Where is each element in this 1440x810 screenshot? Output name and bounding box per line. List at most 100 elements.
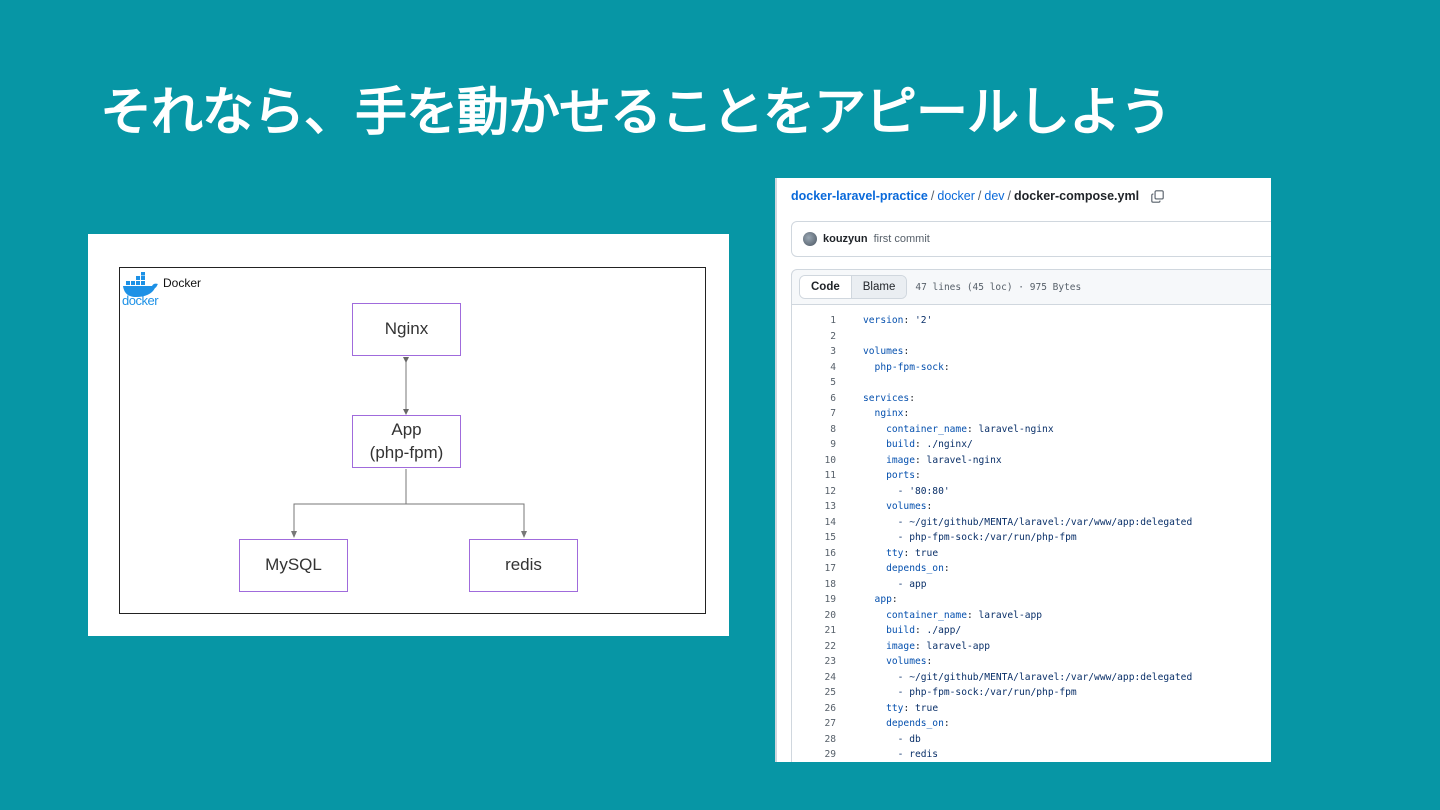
line-content: depends_on: xyxy=(863,718,950,730)
line-number[interactable]: 2 xyxy=(830,330,836,342)
yaml-value: - app xyxy=(863,578,927,590)
blame-tab-button[interactable]: Blame xyxy=(851,276,907,298)
commit-message-link[interactable]: first commit xyxy=(873,233,930,245)
code-line: 23 volumes: xyxy=(792,654,932,670)
line-number[interactable]: 22 xyxy=(824,640,836,652)
yaml-key: tty xyxy=(863,702,904,714)
line-number[interactable]: 1 xyxy=(830,315,836,327)
line-number[interactable]: 3 xyxy=(830,346,836,358)
code-line: 25 - php-fpm-sock:/var/run/php-fpm xyxy=(792,685,1076,701)
app-node-label: App xyxy=(391,420,422,440)
line-number[interactable]: 5 xyxy=(830,377,836,389)
yaml-key: depends_on xyxy=(863,718,944,730)
code-line: 4 php-fpm-sock: xyxy=(792,360,950,376)
line-content: - '80:80' xyxy=(863,486,950,497)
yaml-key: volumes xyxy=(863,346,904,358)
line-number[interactable]: 29 xyxy=(824,749,836,761)
yaml-key: services xyxy=(863,392,910,404)
line-content: app: xyxy=(863,594,898,606)
yaml-key: volumes xyxy=(863,656,927,668)
yaml-key: build xyxy=(863,625,915,637)
code-line: 18 - app xyxy=(792,577,927,593)
line-number[interactable]: 13 xyxy=(824,501,836,513)
line-content: ports: xyxy=(863,470,921,482)
github-file-view: docker-laravel-practice/docker/dev/docke… xyxy=(775,178,1271,762)
code-line: 10 image: laravel-nginx xyxy=(792,453,1002,469)
yaml-key: version xyxy=(863,315,904,327)
line-number[interactable]: 27 xyxy=(824,718,836,730)
yaml-value: - db xyxy=(863,733,921,745)
line-content: nginx: xyxy=(863,408,910,420)
line-content: php-fpm-sock: xyxy=(863,361,950,373)
breadcrumb-filename: docker-compose.yml xyxy=(1014,189,1140,203)
line-number[interactable]: 24 xyxy=(824,671,836,683)
line-content: tty: true xyxy=(863,547,939,559)
line-content: - php-fpm-sock:/var/run/php-fpm xyxy=(863,532,1077,543)
line-content: volumes: xyxy=(863,501,933,513)
code-line: 28 - db xyxy=(792,732,921,748)
line-number[interactable]: 4 xyxy=(830,361,836,373)
line-content: image: laravel-nginx xyxy=(863,454,1002,466)
line-number[interactable]: 8 xyxy=(830,423,836,435)
breadcrumb-docker-link[interactable]: docker xyxy=(937,189,975,203)
code-line: 5 xyxy=(792,375,863,391)
line-number[interactable]: 15 xyxy=(824,532,836,544)
line-number[interactable]: 21 xyxy=(824,625,836,637)
line-number[interactable]: 7 xyxy=(830,408,836,420)
line-number[interactable]: 17 xyxy=(824,563,836,575)
yaml-value: - redis xyxy=(863,749,939,761)
line-content: tty: true xyxy=(863,702,939,714)
line-number[interactable]: 19 xyxy=(824,594,836,606)
line-number[interactable]: 14 xyxy=(824,516,836,528)
commit-author-link[interactable]: kouzyun xyxy=(823,233,868,245)
code-line: 7 nginx: xyxy=(792,406,909,422)
docker-wordmark: docker xyxy=(122,293,159,308)
code-line: 29 - redis xyxy=(792,747,938,762)
line-number[interactable]: 25 xyxy=(824,687,836,699)
line-number[interactable]: 6 xyxy=(830,392,836,404)
code-line: 11 ports: xyxy=(792,468,921,484)
line-number[interactable]: 11 xyxy=(824,470,836,482)
yaml-key: depends_on xyxy=(863,563,944,575)
docker-boundary: Docker docker Nginx App (php-fpm) MySQL … xyxy=(119,267,706,614)
docker-label: Docker xyxy=(163,276,202,290)
breadcrumb-repo-link[interactable]: docker-laravel-practice xyxy=(791,189,928,203)
copy-path-icon[interactable] xyxy=(1150,190,1164,203)
code-line: 24 - ~/git/github/MENTA/laravel:/var/www… xyxy=(792,670,1192,686)
code-line: 26 tty: true xyxy=(792,701,938,717)
yaml-value: true xyxy=(909,702,939,714)
architecture-diagram: Docker docker Nginx App (php-fpm) MySQL … xyxy=(88,234,729,636)
yaml-value: ./app/ xyxy=(920,625,962,637)
line-content: volumes: xyxy=(863,656,933,668)
line-number[interactable]: 26 xyxy=(824,702,836,714)
line-content: version: '2' xyxy=(863,315,933,327)
line-number[interactable]: 12 xyxy=(824,485,836,497)
file-meta: 47 lines (45 loc) · 975 Bytes xyxy=(915,281,1082,293)
nginx-node-label: Nginx xyxy=(384,319,429,339)
app-node-sublabel: (php-fpm) xyxy=(369,442,444,462)
yaml-key: volumes xyxy=(863,501,927,513)
code-line: 12 - '80:80' xyxy=(792,484,950,500)
line-number[interactable]: 28 xyxy=(824,733,836,745)
code-line: 8 container_name: laravel-nginx xyxy=(792,422,1054,438)
line-number[interactable]: 23 xyxy=(824,656,836,668)
line-content: image: laravel-app xyxy=(863,640,991,652)
yaml-value: - ~/git/github/MENTA/laravel:/var/www/ap… xyxy=(863,516,1193,528)
line-number[interactable]: 16 xyxy=(824,547,836,559)
breadcrumb-dev-link[interactable]: dev xyxy=(984,189,1005,203)
line-number[interactable]: 18 xyxy=(824,578,836,590)
mysql-node: MySQL xyxy=(239,539,348,592)
line-number[interactable]: 10 xyxy=(824,454,836,466)
redis-node-label: redis xyxy=(505,555,542,575)
line-number[interactable]: 20 xyxy=(824,609,836,621)
yaml-value: laravel-nginx xyxy=(972,423,1054,435)
yaml-value: laravel-nginx xyxy=(920,454,1002,466)
avatar[interactable] xyxy=(803,232,817,246)
line-number[interactable]: 9 xyxy=(830,439,836,451)
code-line: 22 image: laravel-app xyxy=(792,639,990,655)
code-tab-button[interactable]: Code xyxy=(800,276,852,298)
code-line: 2 xyxy=(792,329,863,345)
nginx-node: Nginx xyxy=(352,303,461,356)
